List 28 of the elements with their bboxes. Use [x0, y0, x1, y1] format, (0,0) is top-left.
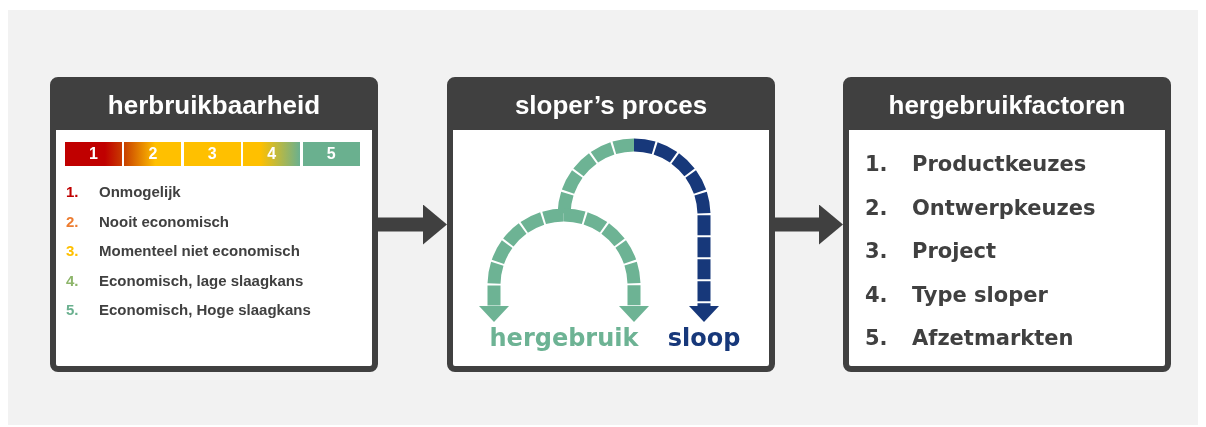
list-item: 1. Onmogelijk: [66, 182, 181, 202]
scale-segment: 1: [65, 142, 122, 166]
scale-segment: 3: [183, 142, 241, 166]
list-item: 5. Economisch, Hoge slaagkans: [66, 300, 311, 320]
list-item: 3. Momenteel niet economisch: [66, 241, 300, 261]
arrow: [633, 138, 719, 322]
list-item: 3. Project: [865, 238, 997, 264]
list-item: 4. Economisch, lage slaagkans: [66, 270, 304, 291]
outcome-label: sloop: [664, 322, 744, 354]
arrow: [775, 204, 843, 245]
panel-heading: hergebruikfactoren: [849, 83, 1165, 130]
panel-card: [843, 77, 1171, 372]
list-item: 5. Afzetmarkten: [865, 325, 1074, 351]
list-item: 4. Type sloper: [865, 281, 1048, 308]
list-item: 1. Productkeuzes: [865, 151, 1087, 177]
panel-card: [50, 77, 378, 372]
list-item: 2. Nooit economisch: [66, 211, 229, 232]
panel-card: [447, 77, 775, 372]
scale-segment: 4: [243, 142, 301, 166]
list-item: 2. Ontwerpkeuzes: [865, 194, 1096, 221]
panel-heading: sloper’s proces: [453, 83, 769, 130]
scale-segment: 2: [124, 142, 182, 166]
arrow: [563, 208, 649, 322]
arrow: [479, 138, 635, 322]
arrow: [378, 204, 447, 245]
panel-heading: herbruikbaarheid: [56, 83, 372, 130]
outcome-label: hergebruik: [484, 322, 644, 354]
scale-segment: 5: [302, 142, 360, 166]
